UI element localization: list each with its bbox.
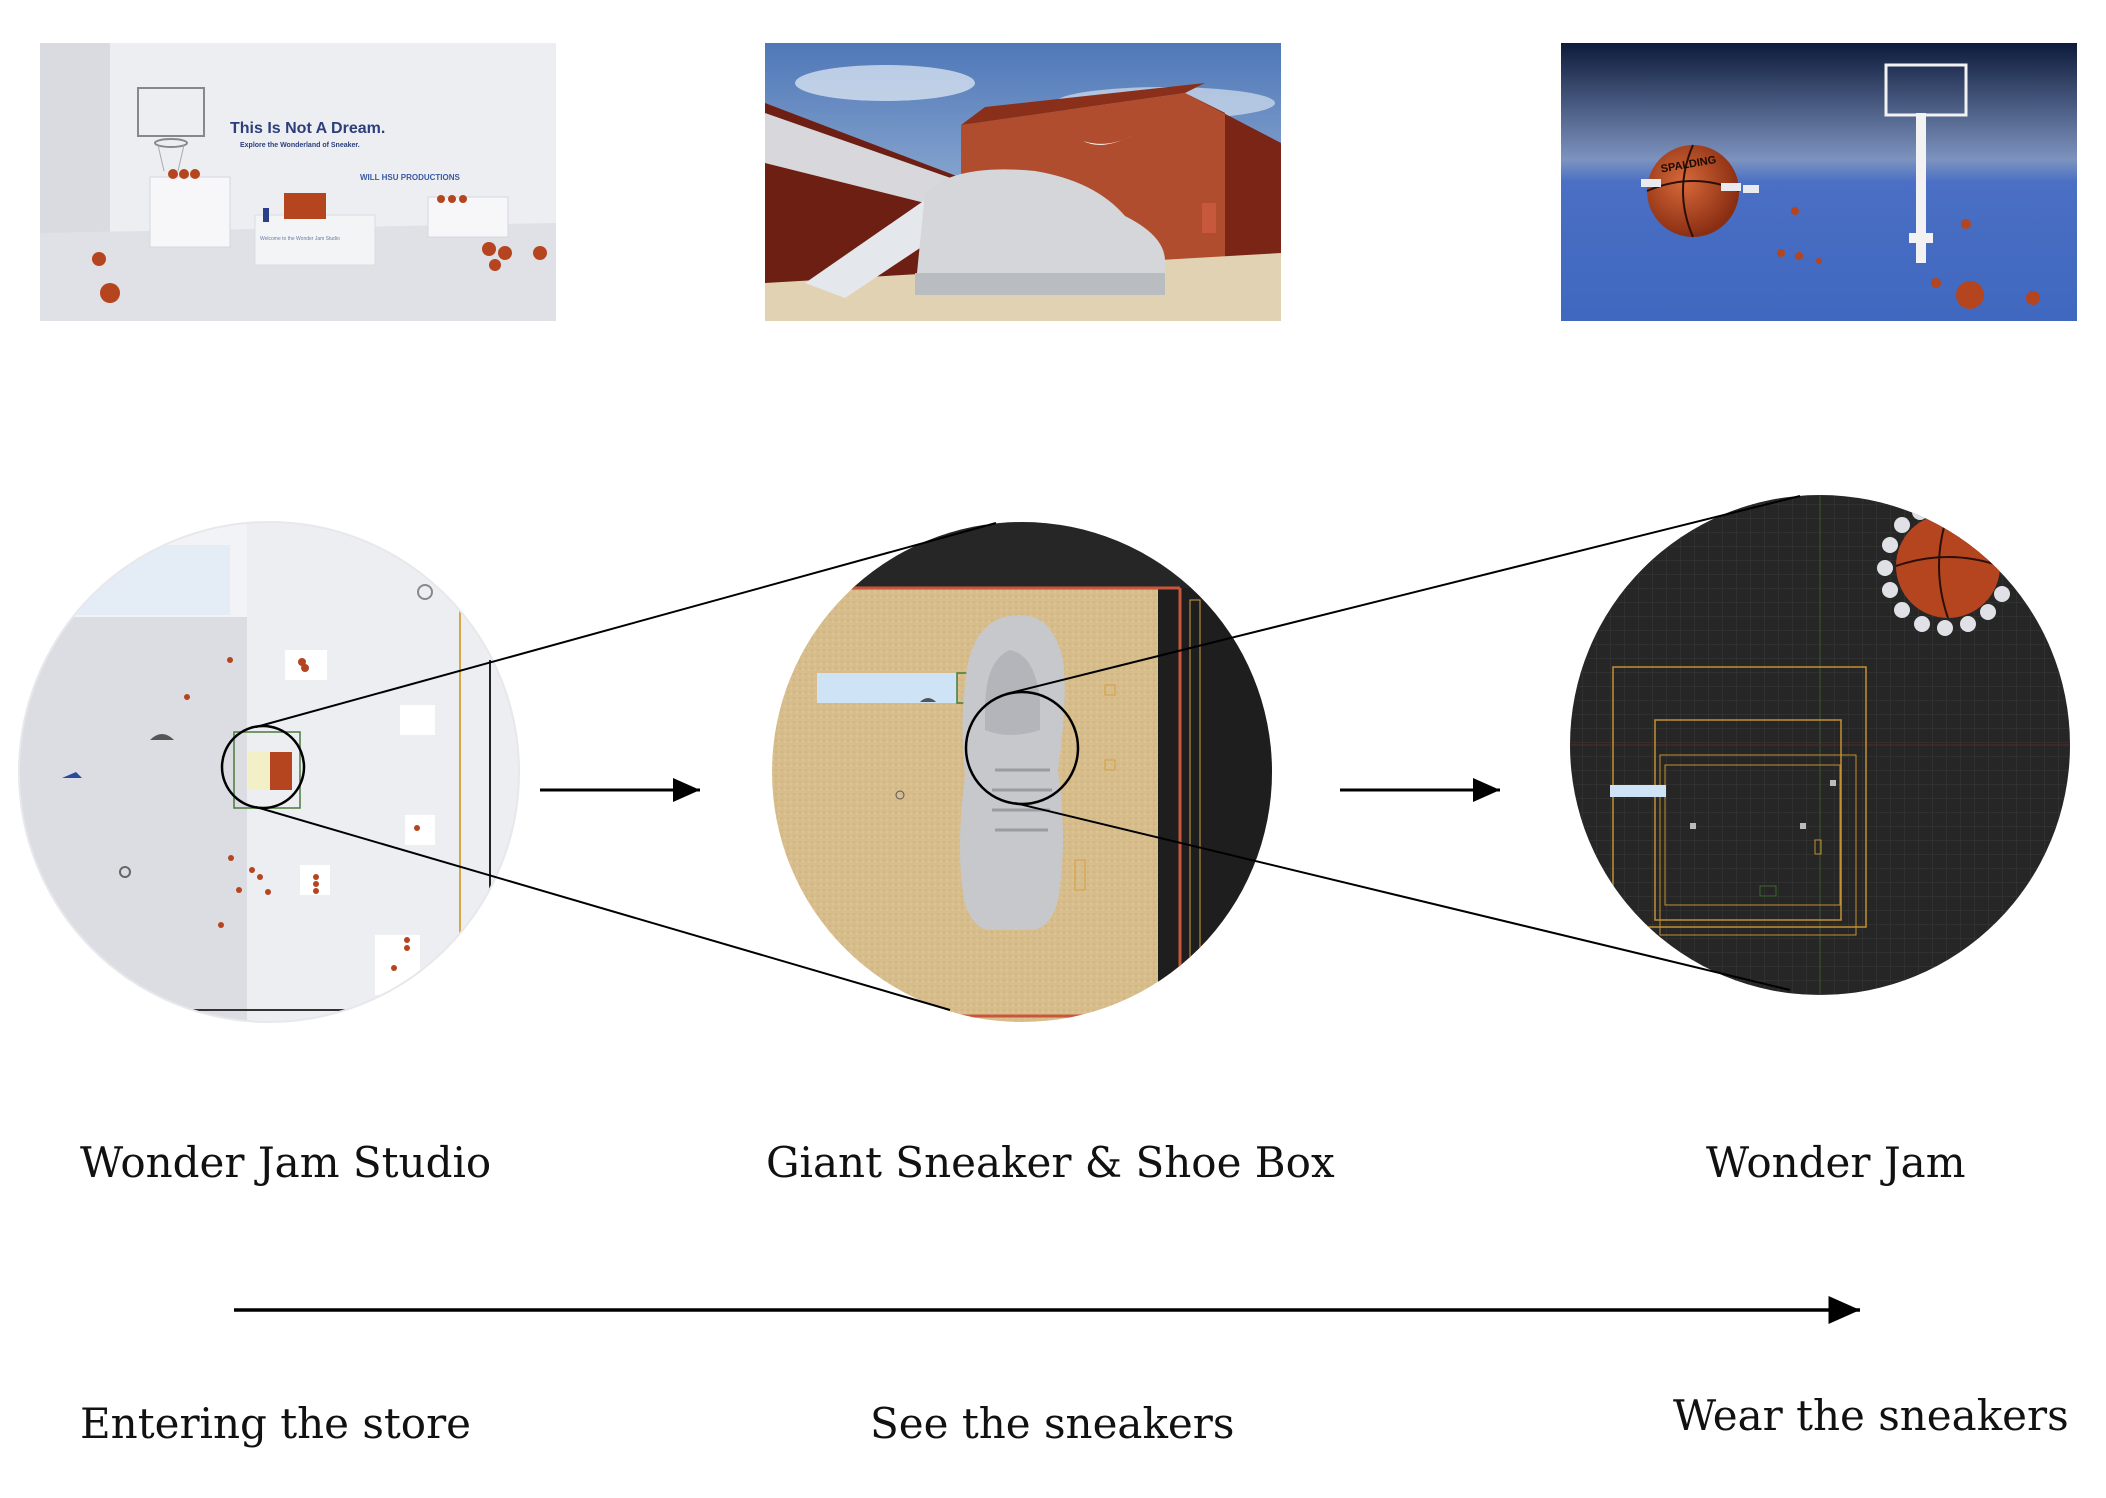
stage-title-wonderjam: Wonder Jam xyxy=(1706,1138,1966,1187)
stage-caption-wear: Wear the sneakers xyxy=(1673,1391,2069,1440)
wonderjam-top-view xyxy=(1570,495,2070,995)
studio-screenshot: This Is Not A Dream. Explore the Wonderl… xyxy=(40,43,556,321)
sneaker-top-view xyxy=(772,522,1272,1022)
zoom-lines xyxy=(255,495,1801,1011)
stage-title-sneaker: Giant Sneaker & Shoe Box xyxy=(766,1138,1335,1187)
studio-subline: Explore the Wonderland of Sneaker. xyxy=(240,142,360,149)
stage-title-studio: Wonder Jam Studio xyxy=(80,1138,492,1187)
studio-credit: WILL HSU PRODUCTIONS xyxy=(360,173,461,182)
sneaker-screenshot xyxy=(765,43,1281,321)
stage-caption-see: See the sneakers xyxy=(870,1399,1235,1448)
stage-caption-enter: Entering the store xyxy=(80,1399,472,1448)
studio-welcome: Welcome to the Wonder Jam Studio xyxy=(260,236,340,242)
wonderjam-screenshot: SPALDING xyxy=(1561,43,2077,321)
studio-top-view xyxy=(19,522,519,1022)
studio-headline: This Is Not A Dream. xyxy=(230,120,385,137)
